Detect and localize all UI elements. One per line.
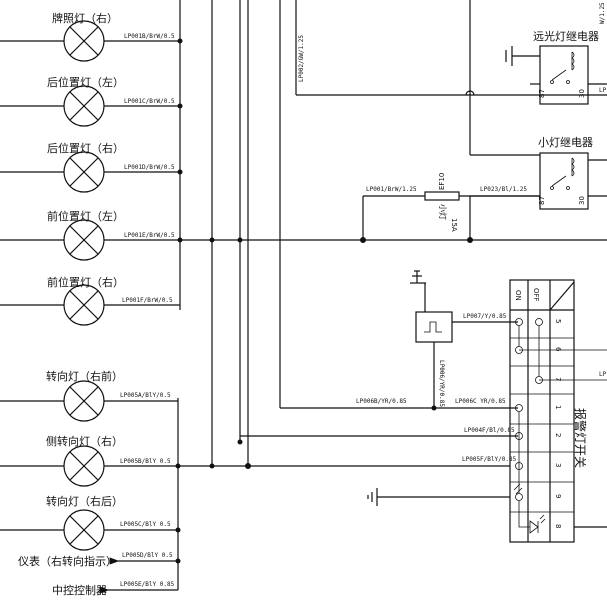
wire-label: LP001C/BrW/0.5 xyxy=(124,98,175,105)
lamp-row-front-pos-left: 前位置灯（左） LP001E/BrW/0.5 xyxy=(0,209,607,261)
vertical-buses xyxy=(177,0,297,590)
pin-label: 30 xyxy=(578,89,586,98)
wire-label: LP001E/BrW/0.5 xyxy=(124,232,175,239)
relay-label: 远光灯继电器 xyxy=(533,29,599,43)
pin-label: 87 xyxy=(538,196,546,205)
lamp-row-rear-pos-left: 后位置灯（左） LP001C/BrW/0.5 xyxy=(0,75,183,127)
wire-label: LP006B/YR/0.85 xyxy=(356,398,407,405)
edge-mark: LP xyxy=(599,371,607,378)
lamp-row-turn-right-front: 转向灯（右前） LP005A/BlY/0.5 xyxy=(0,369,178,422)
lamp-label: 转向灯（右前） xyxy=(46,369,123,383)
pin-label: 2 xyxy=(554,433,562,437)
pin-label: 30 xyxy=(578,196,586,205)
output-instrument: 仪表（右转向指示） LP005D/BlY 0.5 xyxy=(18,552,181,568)
wire-label: LP005B/BlY 0.5 xyxy=(120,458,171,465)
switch-on-label: ON xyxy=(514,290,522,301)
wire-label: LP001B/BrW/0.5 xyxy=(124,33,175,40)
lamp-label: 后位置灯（右） xyxy=(47,141,124,155)
switch-label: 报警灯开关 xyxy=(573,408,588,468)
lamp-label: 牌照灯（右） xyxy=(52,11,118,25)
pin-label: 8 xyxy=(554,524,562,528)
lamp-row-front-pos-right: 前位置灯（右） LP001F/BrW/0.5 xyxy=(0,275,180,326)
lp004f-line: LP004F/Bl/0.85 xyxy=(240,427,518,437)
pin-label: 87 xyxy=(538,89,546,98)
output-label: 中控控制器 xyxy=(52,583,107,597)
ground-symbol xyxy=(367,488,510,506)
pin-label: 3 xyxy=(554,463,562,467)
lamp-label: 前位置灯（右） xyxy=(47,275,124,289)
wire-label: LP005D/BlY 0.5 xyxy=(122,552,173,559)
output-bcm: 中控控制器 LP005E/BlY 0.85 xyxy=(52,581,178,597)
wire-label: LP006/YR/0.85 xyxy=(438,360,445,407)
lamp-label: 后位置灯（左） xyxy=(47,75,124,89)
pin-label: 6 xyxy=(554,347,562,352)
lamp-icon xyxy=(63,380,105,422)
wire-label: LP006C YR/0.85 xyxy=(455,398,506,405)
wire-label: LP001D/BrW/0.5 xyxy=(124,164,175,171)
fuse-name: 小灯 xyxy=(438,204,448,220)
wire-label: LP005A/BlY/0.5 xyxy=(120,392,171,399)
pin-label: 7 xyxy=(554,377,562,381)
edge-mark: LP xyxy=(599,87,607,94)
relay-high-beam: 远光灯继电器 87 30 xyxy=(505,29,607,105)
wire-label: LP004F/Bl/0.85 xyxy=(464,427,515,434)
lamp-icon xyxy=(63,85,105,127)
lamp-icon xyxy=(63,219,105,261)
lamp-row-turn-right-rear: 转向灯（右后） LP005C/BlY 0.5 xyxy=(0,494,181,551)
wire-label: LP023/Bl/1.25 xyxy=(480,186,527,193)
pin-label: 9 xyxy=(554,494,562,498)
pin-label: 5 xyxy=(554,319,562,323)
lamp-icon xyxy=(63,20,105,62)
wire-label: LP001F/BrW/0.5 xyxy=(122,297,173,304)
output-label: 仪表（右转向指示） xyxy=(18,554,117,568)
lamp-row-rear-pos-right: 后位置灯（右） LP001D/BrW/0.5 xyxy=(0,141,183,193)
relay-label: 小灯继电器 xyxy=(538,136,593,149)
pin-label: 1 xyxy=(554,405,562,409)
lamp-row-plate-right: 牌照灯（右） LP001B/BrW/0.5 xyxy=(0,11,183,62)
wire-label: LP002/GW/1.25 xyxy=(298,35,305,82)
wire-label: LP001/BrW/1.25 xyxy=(366,186,417,193)
wire-label: W/1.25 xyxy=(599,2,606,24)
lamp-icon xyxy=(63,509,105,551)
hazard-switch: ON OFF 5 6 7 1 2 3 9 xyxy=(509,279,607,543)
lamp-icon xyxy=(63,151,105,193)
switch-off-label: OFF xyxy=(532,288,540,302)
lamp-label: 侧转向灯（右） xyxy=(46,434,123,448)
wire-label: LP005C/BlY 0.5 xyxy=(120,521,171,528)
lp002-loop: LP002/GW/1.25 xyxy=(296,0,607,156)
flasher-module: LP007/Y/0.85 LP006/YR/0.85 xyxy=(410,270,518,411)
lamp-row-side-turn-right: 侧转向灯（右） LP005B/BlY 0.5 xyxy=(0,434,510,487)
fuse-rating: 15A xyxy=(450,218,458,232)
lamp-label: 前位置灯（左） xyxy=(47,209,124,223)
fuse-id: EF10 xyxy=(438,173,446,190)
lamp-icon xyxy=(63,284,105,326)
wire-label: LP007/Y/0.85 xyxy=(463,313,507,320)
fuse-ef10: LP001/BrW/1.25 LP023/Bl/1.25 EF10 15A 小灯 xyxy=(362,173,540,240)
lamp-label: 转向灯（右后） xyxy=(46,494,123,508)
lp006-line: LP006B/YR/0.85 LP006C YR/0.85 xyxy=(280,398,518,409)
wire-label: LP005F/BlY/0.85 xyxy=(462,456,517,463)
wire-label: LP005E/BlY 0.85 xyxy=(120,581,175,588)
lamp-icon xyxy=(63,445,105,487)
